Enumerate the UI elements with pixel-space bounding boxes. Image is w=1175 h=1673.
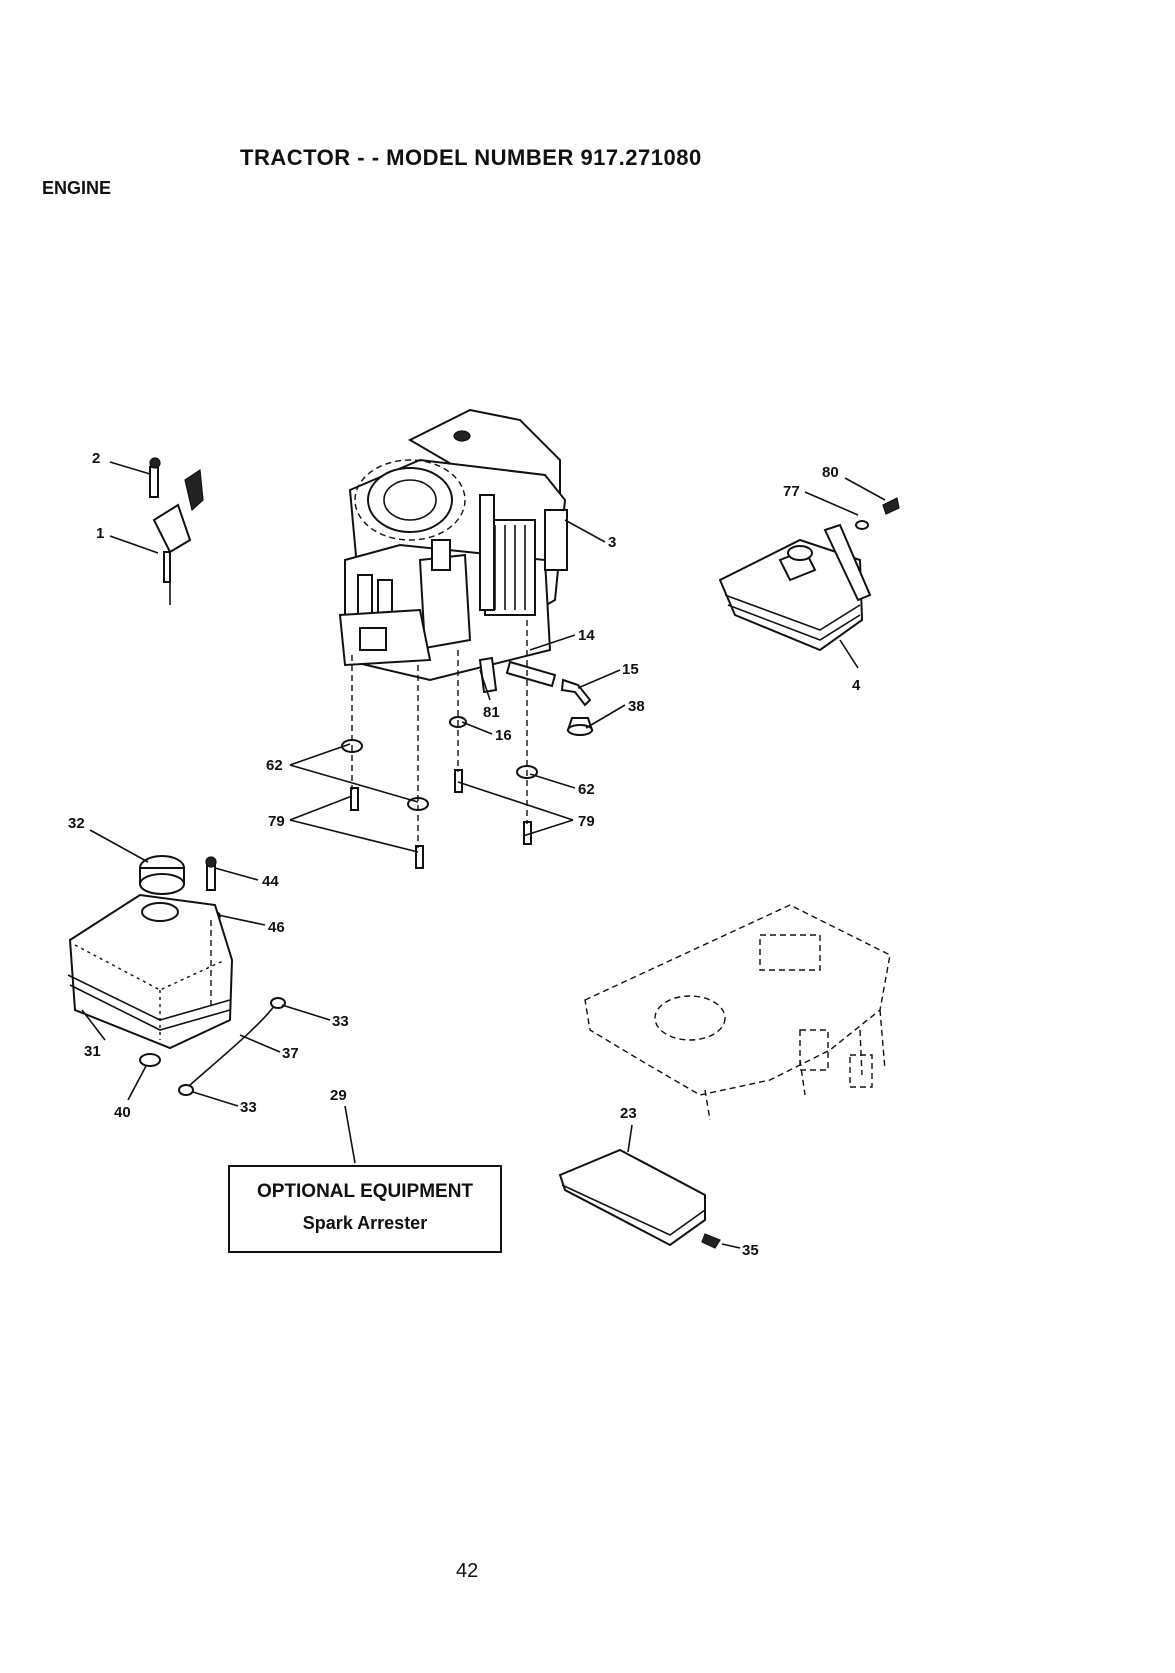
callout-23: 23 (620, 1105, 637, 1122)
muffler (720, 498, 899, 650)
callout-79-left: 79 (268, 813, 285, 830)
callout-3: 3 (608, 534, 616, 551)
callout-16: 16 (495, 727, 512, 744)
callout-40: 40 (114, 1104, 131, 1121)
optional-equipment-item: Spark Arrester (230, 1213, 500, 1234)
callout-46: 46 (268, 919, 285, 936)
optional-equipment-box: OPTIONAL EQUIPMENT Spark Arrester (228, 1165, 502, 1253)
callout-37: 37 (282, 1045, 299, 1062)
callout-4: 4 (852, 677, 861, 694)
callout-81: 81 (483, 704, 500, 721)
callout-32: 32 (68, 815, 85, 832)
callout-77: 77 (783, 483, 800, 500)
callout-15: 15 (622, 661, 639, 678)
callout-35: 35 (742, 1242, 759, 1259)
callout-2: 2 (92, 450, 100, 467)
callout-14: 14 (578, 627, 595, 644)
fuel-fittings (480, 658, 592, 735)
callout-38: 38 (628, 698, 645, 715)
callout-33-top: 33 (332, 1013, 349, 1030)
callout-79-right: 79 (578, 813, 595, 830)
callout-62-right: 62 (578, 781, 595, 798)
heat-shield (560, 1150, 720, 1248)
chassis-frame (585, 905, 890, 1120)
optional-equipment-title: OPTIONAL EQUIPMENT (230, 1181, 500, 1203)
engine-block (340, 410, 567, 680)
callout-44: 44 (262, 873, 279, 890)
callout-33-bottom: 33 (240, 1099, 257, 1116)
callout-80: 80 (822, 464, 839, 481)
callout-1: 1 (96, 525, 104, 542)
callout-62-left: 62 (266, 757, 283, 774)
callout-29: 29 (330, 1087, 347, 1104)
callout-31: 31 (84, 1043, 101, 1060)
page-number: 42 (456, 1560, 478, 1583)
throttle-control-assembly (150, 458, 203, 605)
